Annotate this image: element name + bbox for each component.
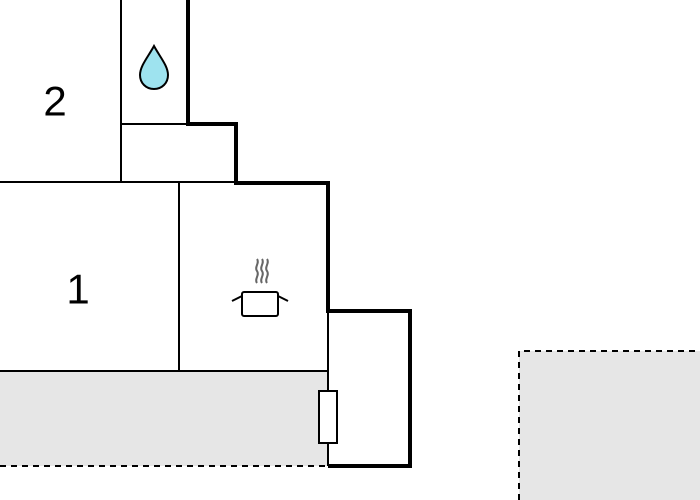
water-drop-icon [138, 43, 170, 91]
interior-walls [0, 0, 329, 466]
outdoor-areas [0, 350, 700, 500]
terrace-right-border [518, 350, 700, 500]
cooking-pot-icon [231, 258, 289, 317]
terrace-right [519, 351, 700, 500]
door-icon [318, 390, 338, 444]
room-2-label: 2 [43, 78, 66, 125]
terrace-left [0, 371, 328, 466]
room-1-label: 1 [66, 266, 89, 313]
exterior-wall [186, 0, 412, 468]
